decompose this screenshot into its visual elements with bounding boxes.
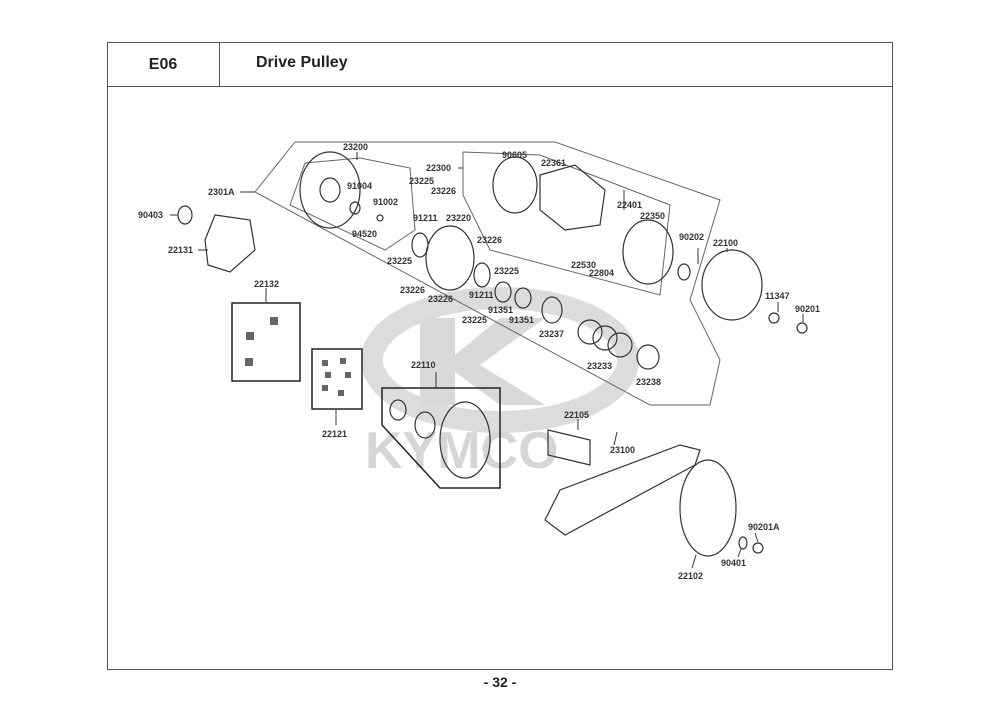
collar-23237-icon [541, 296, 563, 324]
part-label[interactable]: 22121 [322, 429, 347, 439]
page-number: - 32 - [483, 674, 517, 690]
part-label[interactable]: 22105 [564, 410, 589, 420]
section-code: E06 [107, 42, 220, 87]
fan-22131-icon [204, 214, 256, 273]
slider-icon [246, 332, 254, 340]
part-label[interactable]: 91351 [488, 305, 513, 315]
part-label[interactable]: 90403 [138, 210, 163, 220]
part-label[interactable]: 90201A [748, 522, 780, 532]
clutch-plate-23220-icon [425, 225, 475, 291]
seal-90202-icon [677, 263, 691, 281]
oring-91351b-icon [514, 287, 532, 309]
part-label[interactable]: 23233 [587, 361, 612, 371]
watermark-text: KYMCO [365, 422, 559, 480]
nut-90201-icon [796, 322, 808, 334]
part-label[interactable]: 23226 [428, 294, 453, 304]
slider-icon [270, 317, 278, 325]
header-divider [107, 86, 893, 87]
part-label[interactable]: 22131 [168, 245, 193, 255]
plate-22361-icon [492, 156, 538, 214]
pulley-hub-icon [319, 177, 341, 203]
ring-22110-icon [389, 399, 407, 421]
assembly-outline-23200 [289, 157, 416, 251]
part-label[interactable]: 23225 [409, 176, 434, 186]
part-label[interactable]: 22102 [678, 571, 703, 581]
assembly-outline-22300 [462, 151, 671, 296]
part-label[interactable]: 23200 [343, 142, 368, 152]
part-labels: 23200 2301A 90403 22131 91004 91002 9452… [138, 142, 820, 581]
part-label[interactable]: 91002 [373, 197, 398, 207]
part-label[interactable]: 23225 [494, 266, 519, 276]
part-label[interactable]: 23225 [462, 315, 487, 325]
nut-91002-icon [376, 214, 384, 222]
movable-face-22110-icon [439, 401, 491, 479]
bearing-91004-icon [349, 201, 361, 215]
roller-icon [325, 372, 331, 378]
part-label[interactable]: 90401 [721, 558, 746, 568]
clutch-shoes-22530-icon [539, 164, 606, 231]
fixed-face-22102-icon [679, 459, 737, 557]
part-label[interactable]: 22300 [426, 163, 451, 173]
part-label[interactable]: 90201 [795, 304, 820, 314]
part-label[interactable]: 22110 [411, 360, 436, 370]
part-label[interactable]: 23226 [477, 235, 502, 245]
part-label[interactable]: 22361 [541, 158, 566, 168]
boss-22105-icon [547, 429, 591, 466]
washer-90401-icon [738, 536, 748, 550]
part-label[interactable]: 91211 [413, 213, 438, 223]
pulley-face-23200-icon [299, 151, 361, 229]
part-label[interactable]: 22132 [254, 279, 279, 289]
page-title: Drive Pulley [256, 54, 348, 71]
clutch-carrier-22350-icon [622, 219, 674, 285]
watermark-k-glyph [420, 318, 545, 405]
part-label[interactable]: 22804 [589, 268, 614, 278]
bearing-11347-icon [768, 312, 780, 324]
part-label[interactable]: 23226 [431, 186, 456, 196]
oring-91211-icon [411, 232, 429, 258]
part-label[interactable]: 91211 [469, 290, 494, 300]
roller-icon [340, 358, 346, 364]
oring-91211b-icon [473, 262, 491, 288]
clutch-bell-22100-icon [701, 249, 763, 321]
part-label[interactable]: 23237 [539, 329, 564, 339]
nut-90201A-icon [752, 542, 764, 554]
part-label[interactable]: 22530 [571, 260, 596, 270]
part-label[interactable]: 22350 [640, 211, 665, 221]
roller-icon [322, 385, 328, 391]
kit-box-22121 [311, 348, 363, 410]
spring-23233-c-icon [607, 332, 633, 358]
part-label[interactable]: 23238 [636, 377, 661, 387]
part-label[interactable]: 23225 [387, 256, 412, 266]
collar-23238-icon [636, 344, 660, 370]
spring-23233-a-icon [577, 319, 603, 345]
part-label[interactable]: 23226 [400, 285, 425, 295]
part-label[interactable]: 23220 [446, 213, 471, 223]
part-label[interactable]: 94520 [352, 229, 377, 239]
part-label[interactable]: 90202 [679, 232, 704, 242]
roller-icon [345, 372, 351, 378]
part-label[interactable]: 22401 [617, 200, 642, 210]
slider-icon [245, 358, 253, 366]
part-label[interactable]: 91351 [509, 315, 534, 325]
part-label[interactable]: 23100 [610, 445, 635, 455]
part-label[interactable]: 2301A [208, 187, 235, 197]
part-label[interactable]: 11347 [765, 291, 790, 301]
belt-23100-icon [544, 444, 701, 536]
washer-90403-icon [177, 205, 193, 225]
part-label[interactable]: 91004 [347, 181, 372, 191]
roller-icon [338, 390, 344, 396]
kymco-watermark: KYMCO [361, 287, 639, 480]
roller-icon [322, 360, 328, 366]
assembly-outline-2301A [254, 141, 721, 406]
part-label[interactable]: 22100 [713, 238, 738, 248]
diagram-frame [107, 42, 893, 670]
kit-box-22132 [231, 302, 301, 382]
kit-box-22110 [381, 387, 501, 489]
sleeve-22110-icon [414, 411, 436, 439]
oring-91351a-icon [494, 281, 512, 303]
spring-23233-b-icon [592, 325, 618, 351]
part-label[interactable]: 90605 [502, 150, 527, 160]
